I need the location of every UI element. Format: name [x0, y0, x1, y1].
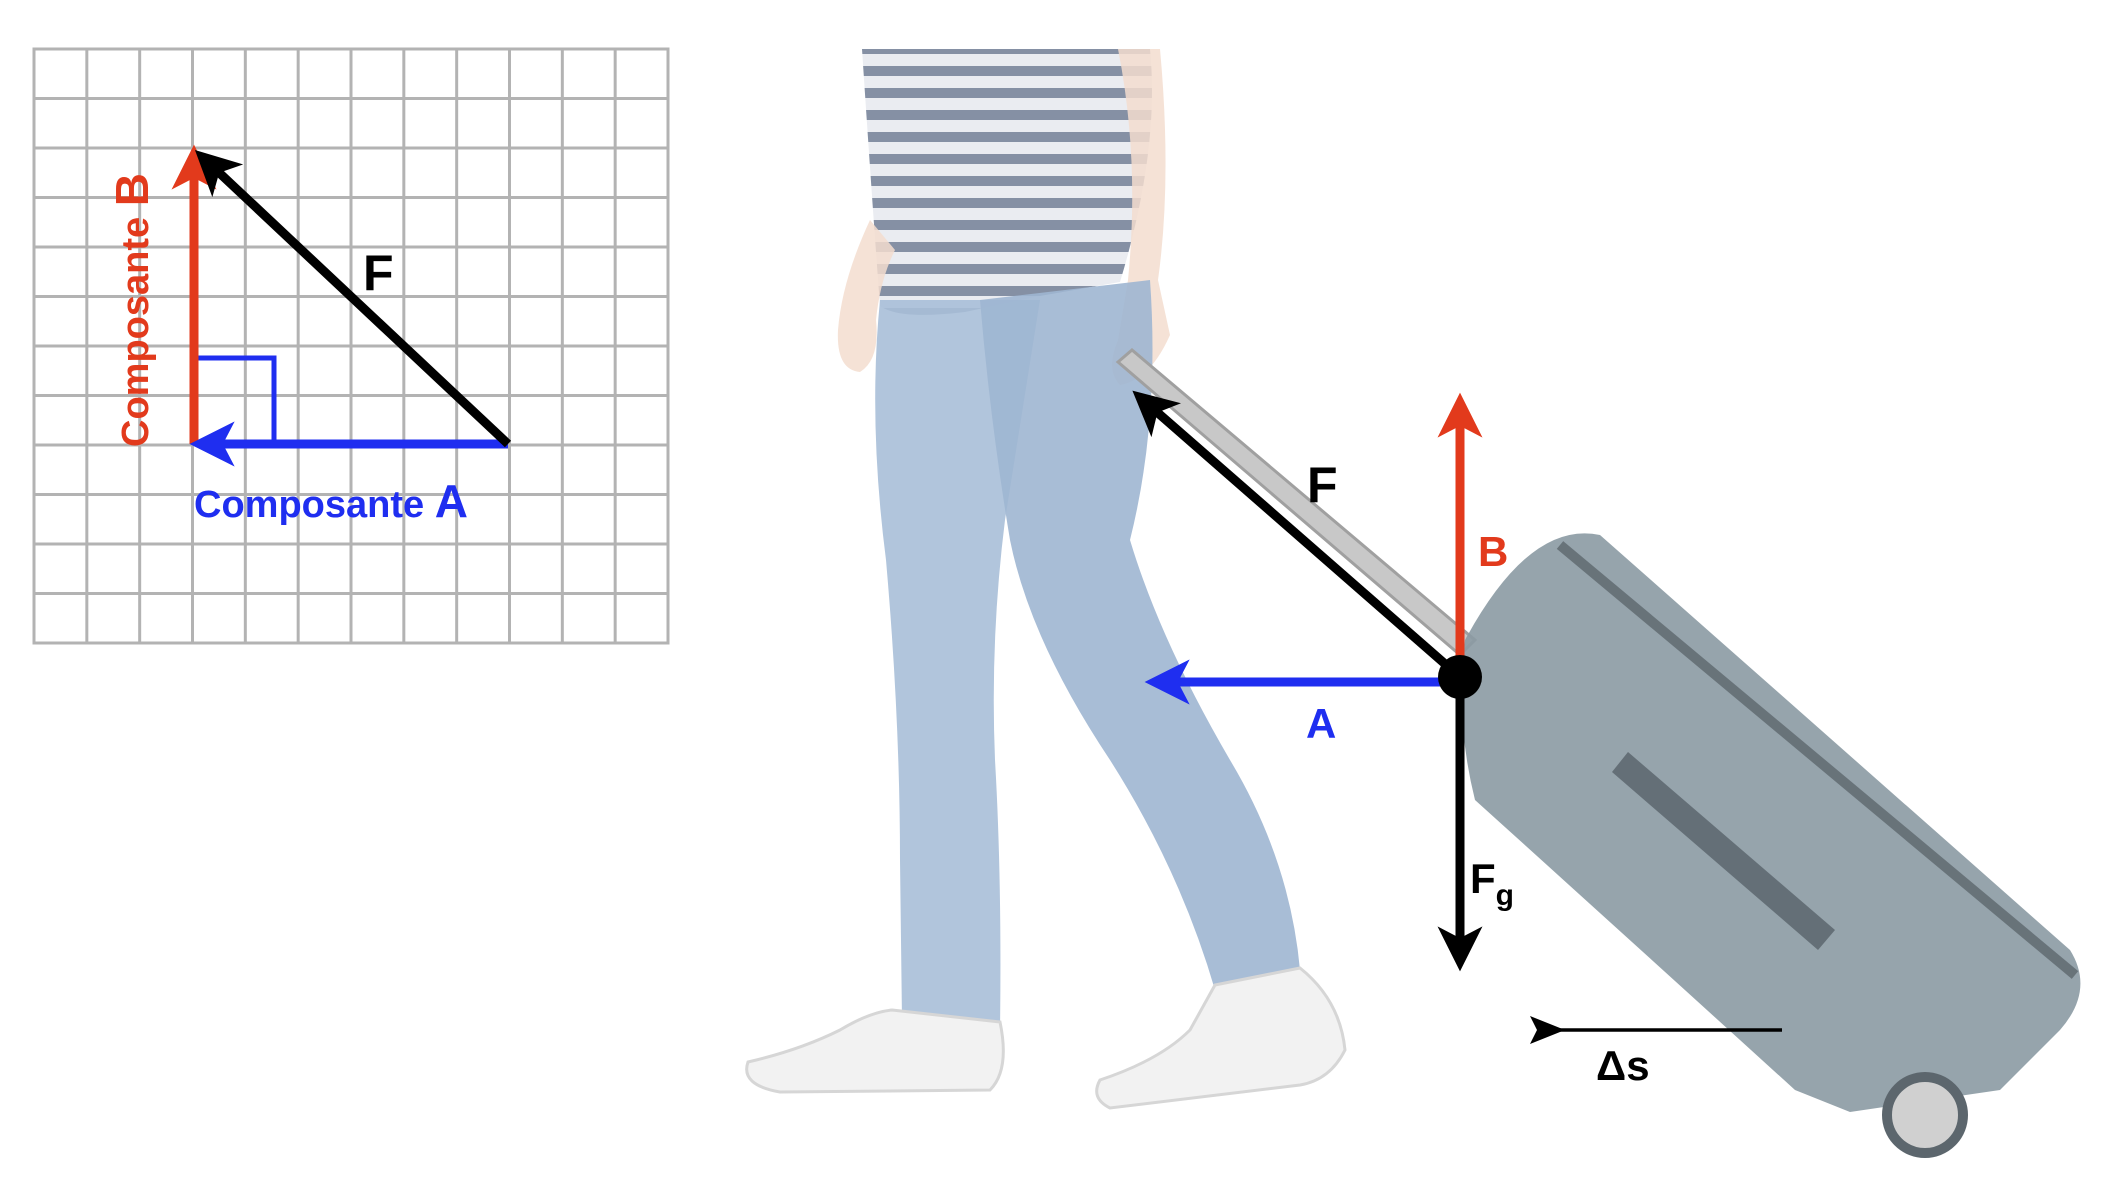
grid-force-label: F: [363, 245, 394, 301]
suitcase-side-handle: [1612, 752, 1835, 950]
grid-border: [32, 47, 670, 645]
scene-gravity-label: Fg: [1470, 855, 1514, 912]
scene-vectors: F B A Fg Δs: [1132, 390, 1782, 1089]
scene-gravity-subscript: g: [1496, 879, 1514, 912]
grid-component-a-prefix: Composante: [194, 484, 435, 526]
scene-component-a-label: A: [1306, 700, 1336, 747]
left-arm: [837, 220, 895, 372]
grid-component-b-label: Composante B: [106, 173, 158, 447]
person-pulling-suitcase-photo: [745, 49, 2081, 1158]
suitcase-wheel: [1882, 1072, 1968, 1158]
grid-panel: F Composante B Composante A: [32, 47, 670, 645]
suitcase-handle: [1115, 348, 1478, 658]
displacement-label: Δs: [1596, 1042, 1650, 1089]
scene-gravity-letter: F: [1470, 855, 1496, 902]
grid-component-a-letter: A: [435, 475, 468, 527]
scene-force-arrow: [1132, 390, 1463, 681]
grid-component-b-prefix: Composante: [115, 206, 157, 447]
scene-force-label: F: [1307, 457, 1338, 513]
grid-component-a-label: Composante A: [194, 475, 468, 527]
jeans-front-leg: [980, 280, 1300, 990]
suitcase-body: [1461, 533, 2081, 1112]
grid-force-arrow: [194, 149, 512, 448]
right-angle-marker: [194, 355, 277, 444]
grid-component-b-letter: B: [106, 173, 158, 206]
jeans-back-leg: [875, 300, 1040, 1030]
left-sneaker: [745, 1008, 1005, 1094]
right-sneaker: [1095, 966, 1347, 1110]
striped-shirt: [862, 49, 1152, 315]
application-point: [1438, 655, 1482, 699]
suitcase-zipper-band: [1556, 541, 2079, 979]
scene-component-b-label: B: [1478, 528, 1508, 575]
